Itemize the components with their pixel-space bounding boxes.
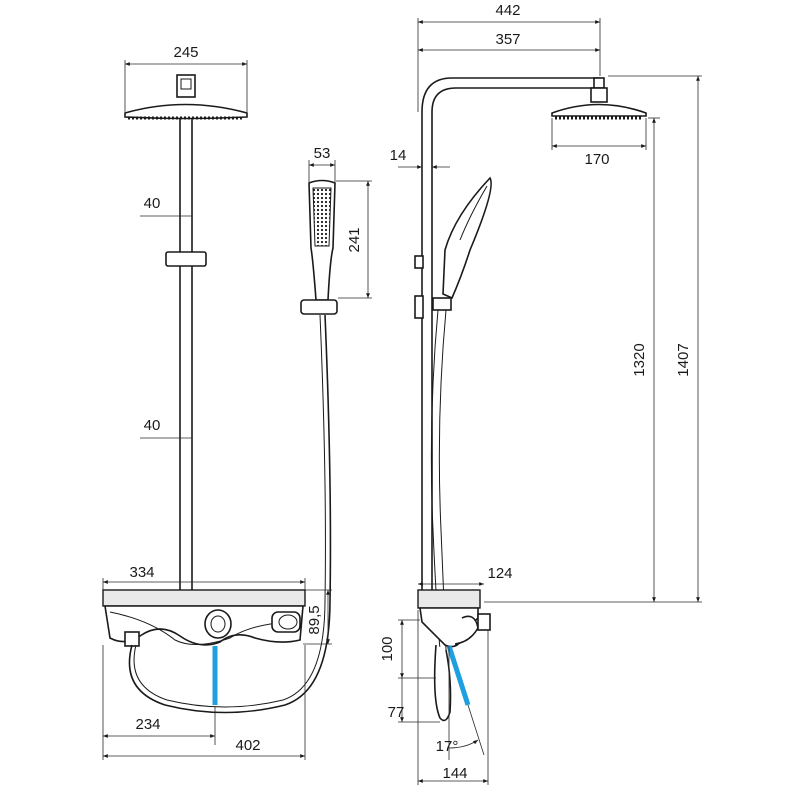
dim-spout-offset: 234 [135,716,160,733]
side-water-stream [446,645,471,706]
dim-total-width: 402 [235,737,260,754]
dim-front-head-width: 245 [173,44,198,61]
dim-front-rail-lower: 40 [144,417,161,434]
dim-side-total-reach: 442 [495,2,520,19]
dim-side-head-diameter: 170 [584,151,609,168]
dim-side-height-total: 1407 [675,343,692,376]
dim-side-height-head: 1320 [631,343,648,376]
side-overhead-shower [551,77,647,120]
front-view: 245 40 40 53 241 334 89,5 234 402 [102,44,372,760]
dim-handshower-width: 53 [314,145,331,162]
side-hand-shower [430,176,492,651]
dim-panel-height: 89,5 [306,605,323,634]
side-dimension-lines [398,18,702,785]
front-dimension-lines [102,60,372,760]
side-view: 442 357 14 170 1320 1407 124 100 77 17° … [379,2,702,785]
front-thermostat-panel [102,589,306,705]
dim-handshower-length: 241 [346,227,363,252]
dim-side-panel-depth: 124 [487,565,512,582]
dim-front-rail-upper: 40 [144,195,161,212]
side-column [414,77,600,590]
side-thermostat-panel [417,589,491,722]
front-rail [165,118,207,592]
front-hose [128,314,332,714]
dim-side-tube: 14 [390,147,407,164]
front-overhead-shower [124,74,248,120]
dim-panel-width: 334 [129,564,154,581]
dim-side-spout-drop: 77 [388,704,405,721]
front-hand-shower [300,179,338,315]
dim-side-panel-height: 100 [379,636,396,661]
dim-side-base-depth: 144 [442,765,467,782]
dim-side-arm-reach: 357 [495,31,520,48]
dim-side-spout-angle: 17° [436,738,459,755]
